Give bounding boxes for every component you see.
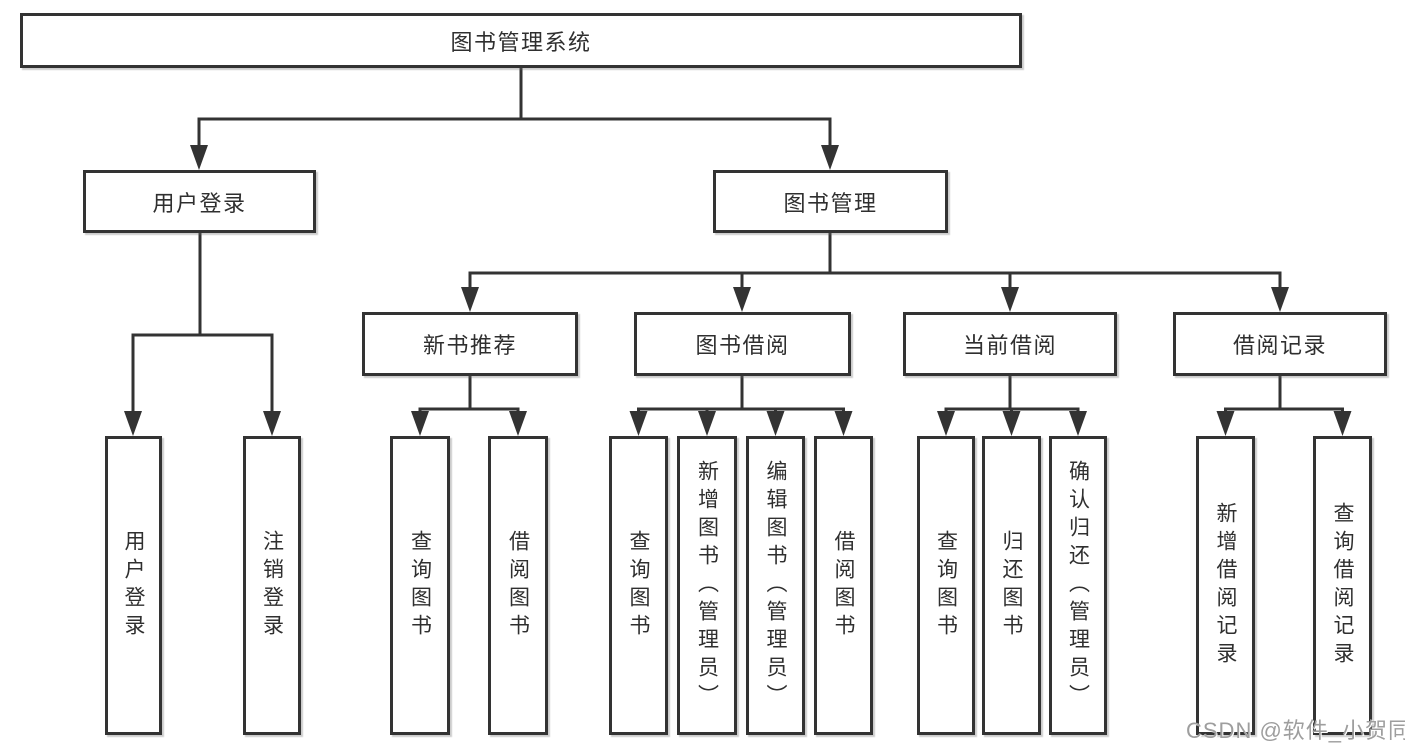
arrowhead-icon <box>1001 287 1019 312</box>
leaf-add-books-admin: 新增图书（管理员） <box>677 436 737 735</box>
leaf-query-books-2: 查询图书 <box>609 436 668 735</box>
leaf-borrow-books-1: 借阅图书 <box>488 436 548 735</box>
watermark: CSDN @软件_小贺同学 <box>1186 718 1405 743</box>
leaf-edit-books-admin: 编辑图书（管理员） <box>746 436 805 735</box>
node-library-system: 图书管理系统 <box>20 13 1022 68</box>
arrowhead-icon <box>509 411 527 436</box>
arrowhead-icon <box>461 287 479 312</box>
leaf-query-books-1: 查询图书 <box>390 436 450 735</box>
arrowhead-icon <box>937 411 955 436</box>
arrowhead-icon <box>190 145 208 170</box>
arrowhead-icon <box>263 411 281 436</box>
arrowhead-icon <box>1271 287 1289 312</box>
arrowhead-icon <box>411 411 429 436</box>
arrowhead-icon <box>766 411 785 436</box>
node-new-book-recommend: 新书推荐 <box>362 312 578 376</box>
leaf-add-borrow-record: 新增借阅记录 <box>1196 436 1255 735</box>
leaf-confirm-return-admin: 确认归还（管理员） <box>1049 436 1107 735</box>
leaf-query-borrow-record: 查询借阅记录 <box>1313 436 1372 735</box>
arrowhead-icon <box>733 287 751 312</box>
node-book-borrowing: 图书借阅 <box>634 312 851 376</box>
arrowhead-icon <box>1069 411 1087 436</box>
leaf-user-login: 用户登录 <box>105 436 162 735</box>
leaf-return-books: 归还图书 <box>982 436 1041 735</box>
arrowhead-icon <box>1333 411 1352 436</box>
node-book-management: 图书管理 <box>713 170 948 233</box>
node-user-login: 用户登录 <box>83 170 316 233</box>
node-current-borrowing: 当前借阅 <box>903 312 1117 376</box>
arrowhead-icon <box>698 411 716 436</box>
leaf-query-books-3: 查询图书 <box>917 436 975 735</box>
arrowhead-icon <box>629 411 648 436</box>
arrowhead-icon <box>821 145 839 170</box>
node-borrow-records: 借阅记录 <box>1173 312 1387 376</box>
arrowhead-icon <box>1216 411 1235 436</box>
arrowhead-icon <box>834 411 853 436</box>
leaf-logout: 注销登录 <box>243 436 301 735</box>
arrowhead-icon <box>1002 411 1021 436</box>
arrowhead-icon <box>124 411 142 436</box>
leaf-borrow-books-2: 借阅图书 <box>814 436 873 735</box>
